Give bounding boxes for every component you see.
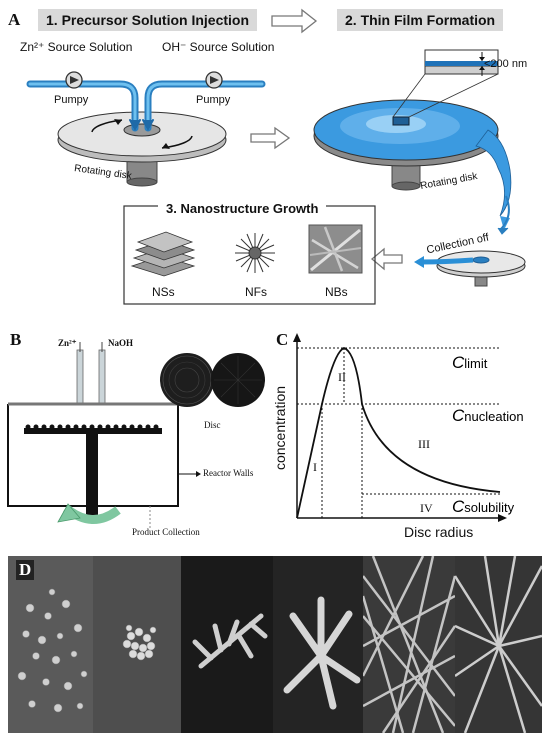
panel-c-letter: C [276, 330, 289, 349]
thickness-label: <200 nm [484, 58, 528, 70]
pump-icon [205, 71, 223, 89]
region-3-label: III [418, 437, 430, 451]
zoom-lines [392, 73, 499, 118]
nanoflower-icon [235, 233, 275, 273]
reactor-walls-label: Reactor Walls [203, 468, 254, 478]
step3-title: 3. Nanostructure Growth [158, 198, 327, 219]
hollow-arrow-icon [250, 126, 291, 150]
nanobelts-sem-image [308, 224, 363, 274]
rotating-disk-1 [57, 111, 227, 187]
ns-label: NSs [152, 285, 175, 299]
pump-icon [65, 71, 83, 89]
disc-label: Disc [204, 420, 221, 430]
oh-source-label: OH⁻ Source Solution [162, 40, 275, 54]
nf-label: NFs [245, 285, 267, 299]
reactor-diagram [7, 342, 265, 528]
sem-tile-radial-rods [455, 556, 542, 733]
region-4-label: IV [420, 501, 433, 515]
film-cross-section [424, 49, 499, 76]
c-solubility-label: Csolubility [452, 497, 515, 516]
sem-tile-dense-rods [363, 556, 455, 733]
concentration-plot [293, 333, 507, 522]
c-nucleation-label: Cnucleation [452, 406, 524, 425]
sem-tile-star-rods [273, 556, 363, 733]
panel-b-letter: B [10, 330, 22, 349]
region-2-label: II [338, 370, 346, 384]
naoh-feed-label: NaOH [108, 338, 134, 348]
zn-feed-label: Zn²⁺ [58, 338, 77, 348]
hollow-arrow-icon [370, 247, 403, 271]
nb-label: NBs [325, 285, 348, 299]
collection-disk [414, 250, 526, 287]
disc-teeth [25, 424, 159, 430]
hollow-arrow-icon [271, 8, 318, 34]
sem-tile-branched-rods [181, 556, 273, 733]
panel-d-letter: D [16, 560, 35, 580]
panel-a-letter: A [8, 10, 21, 29]
step1-title: 1. Precursor Solution Injection [38, 9, 258, 31]
region-1-label: I [313, 460, 317, 474]
c-ylabel: concentration [272, 385, 289, 471]
pump-left-label: Pumpy [54, 94, 89, 106]
c-xlabel: Disc radius [404, 524, 474, 540]
pump-right-label: Pumpy [196, 94, 231, 106]
sem-tile-particle-cluster [93, 556, 181, 733]
c-limit-label: Climit [452, 353, 488, 372]
nanosheets-icon [130, 231, 196, 277]
rotating-disk-2 [313, 99, 512, 235]
product-collection-label: Product Collection [132, 527, 200, 537]
sem-tile-particles-sparse [8, 556, 93, 733]
pipes [26, 80, 266, 132]
zn-source-label: Zn²⁺ Source Solution [20, 40, 133, 54]
step2-title: 2. Thin Film Formation [337, 9, 504, 31]
